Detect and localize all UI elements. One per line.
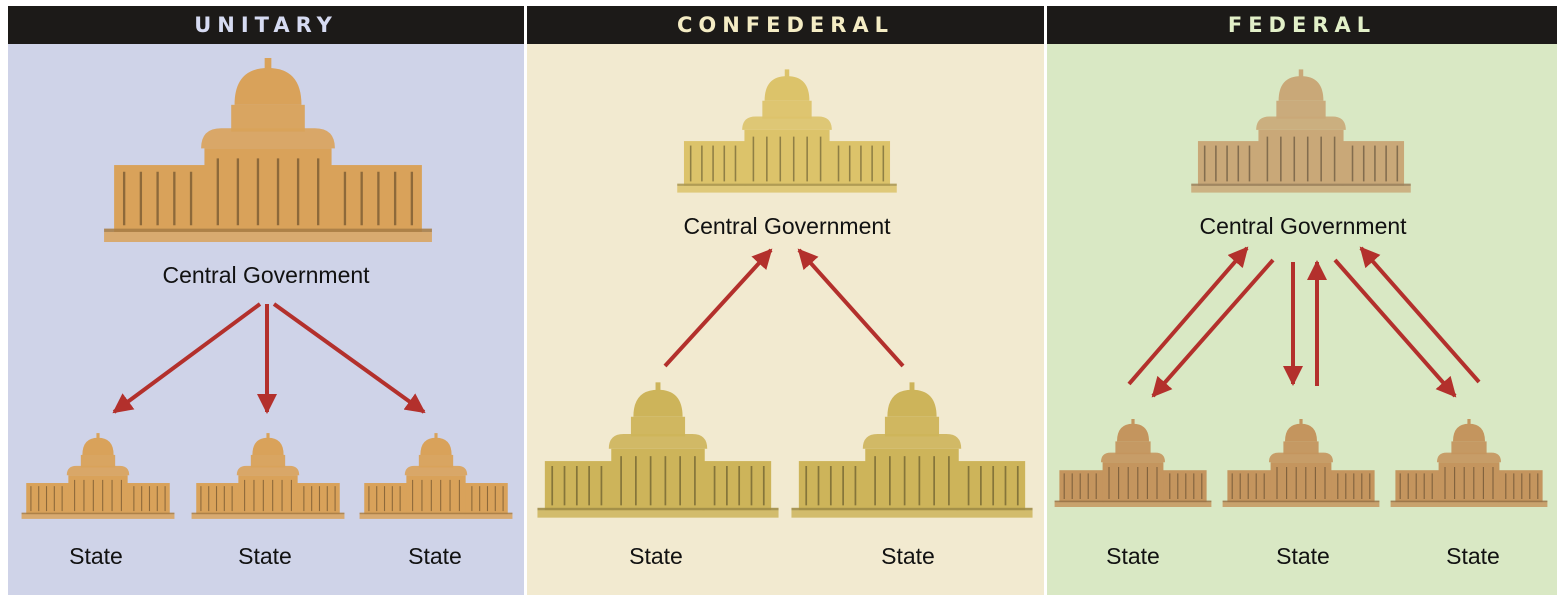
state-label: State xyxy=(238,543,292,569)
arrow-up-left xyxy=(663,248,773,368)
state-label: State xyxy=(408,543,462,569)
state-capitol-icon xyxy=(536,381,780,519)
unitary-header: UNITARY xyxy=(8,6,524,44)
state-label: State xyxy=(1276,543,1330,569)
state-capitol-icon xyxy=(190,432,346,520)
state-capitol-icon xyxy=(790,381,1034,519)
unitary-diagram: Central Government State State State xyxy=(20,58,514,569)
capitol-building-icon xyxy=(1190,68,1412,194)
federal-title: FEDERAL xyxy=(1227,13,1377,37)
state-label: State xyxy=(69,543,123,569)
state-capitol-icon xyxy=(1053,418,1213,508)
state-label: State xyxy=(1446,543,1500,569)
federal-diagram: Central Government State State State xyxy=(1053,68,1549,569)
capitol-building-icon xyxy=(676,68,898,194)
arrow-down-left xyxy=(1151,258,1275,398)
arrow-up-right xyxy=(797,248,905,368)
confederal-header: CONFEDERAL xyxy=(527,6,1044,44)
arrow-down-right xyxy=(272,302,426,414)
arrow-up-right xyxy=(1359,246,1481,384)
confederal-panel: CONFEDERAL Central Government State Stat… xyxy=(527,0,1044,595)
federal-panel: FEDERAL Central Government State State S… xyxy=(1047,0,1557,595)
unitary-title: UNITARY xyxy=(194,13,338,37)
central-government-label: Central Government xyxy=(683,213,891,239)
central-government-label: Central Government xyxy=(1199,213,1407,239)
confederal-diagram: Central Government State State xyxy=(536,68,1034,569)
state-label: State xyxy=(1106,543,1160,569)
capitol-building-icon xyxy=(102,58,434,242)
unitary-panel: UNITARY Central Government State State S… xyxy=(8,0,524,595)
state-capitol-icon xyxy=(1221,418,1381,508)
state-capitol-icon xyxy=(20,432,176,520)
arrow-up-left xyxy=(1127,246,1249,386)
state-capitol-icon xyxy=(1389,418,1549,508)
federal-header: FEDERAL xyxy=(1047,6,1557,44)
central-government-label: Central Government xyxy=(162,262,370,288)
state-label: State xyxy=(629,543,683,569)
confederal-title: CONFEDERAL xyxy=(676,13,895,37)
arrow-down-right xyxy=(1333,258,1457,398)
arrow-down-left xyxy=(112,302,262,414)
state-capitol-icon xyxy=(358,432,514,520)
state-label: State xyxy=(881,543,935,569)
